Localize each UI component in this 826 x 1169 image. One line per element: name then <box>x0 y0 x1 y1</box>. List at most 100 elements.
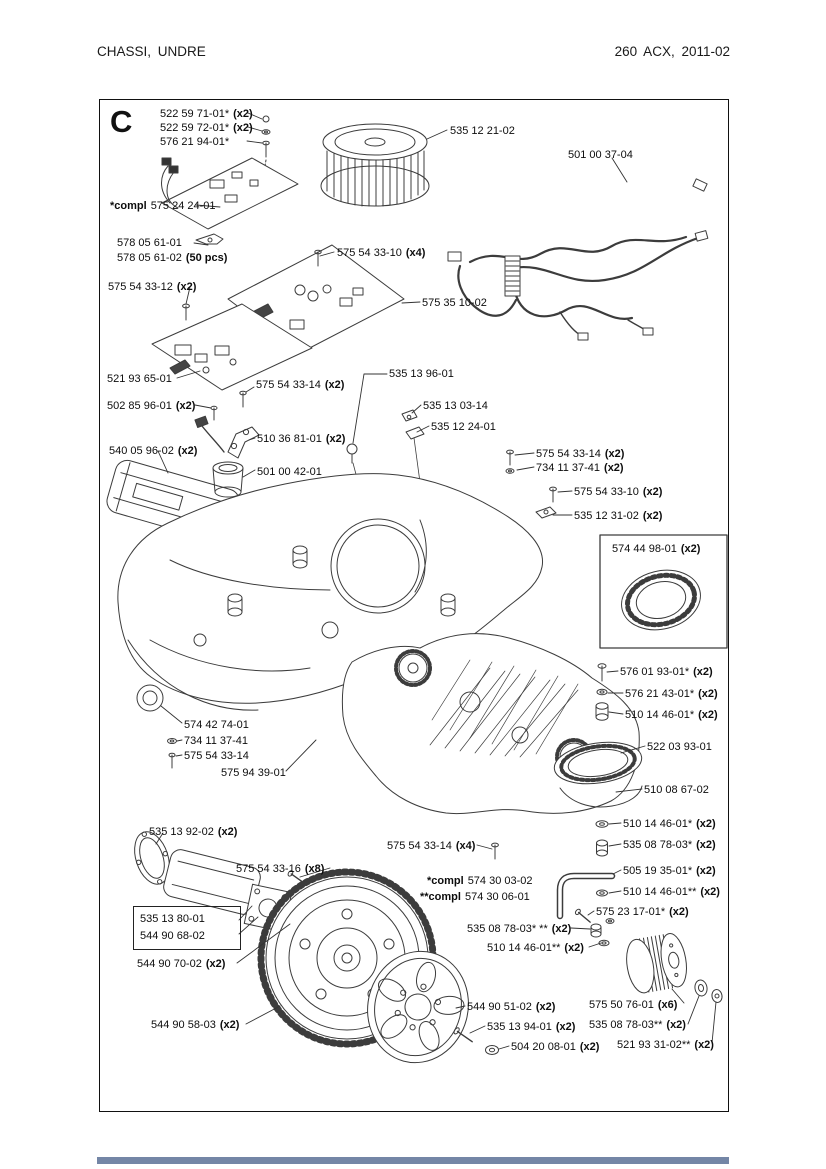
part-label: 535 08 78-03*(x2) <box>623 839 716 852</box>
part-number: 574 30 03-02 <box>467 875 533 887</box>
part-quantity: (x2) <box>696 839 716 851</box>
part-quantity: (x2) <box>700 886 720 898</box>
part-number: 535 13 92-02 <box>149 826 214 838</box>
part-number: 505 19 35-01* <box>623 865 693 877</box>
part-number: 734 11 37-41 <box>184 735 249 747</box>
part-number: 510 14 46-01* <box>625 709 695 721</box>
part-number: 540 05 96-02 <box>109 445 174 457</box>
part-label: 535 12 24-01 <box>431 421 496 434</box>
part-quantity: (x6) <box>657 999 678 1011</box>
part-quantity: (x2) <box>696 865 716 877</box>
gearbox-label-group-box <box>133 906 241 950</box>
part-quantity: (x2) <box>175 400 196 412</box>
part-number: 575 50 76-01 <box>589 999 654 1011</box>
part-label: 575 54 33-10(x2) <box>574 486 662 499</box>
part-label: 544 90 58-03(x2) <box>151 1019 239 1032</box>
part-label: 510 36 81-01(x2) <box>257 433 345 446</box>
part-number: 576 01 93-01* <box>620 666 690 678</box>
part-number: 535 12 31-02 <box>574 510 639 522</box>
part-number: 578 05 61-02 <box>117 252 182 264</box>
part-label: 510 08 67-02 <box>644 784 709 797</box>
rear-wheel-drum <box>553 741 643 785</box>
part-label: 734 11 37-41 <box>184 735 248 748</box>
part-number: 510 08 67-02 <box>644 784 709 796</box>
part-quantity: (x2) <box>555 1021 576 1033</box>
part-quantity: (x2) <box>680 543 701 555</box>
part-label: 535 12 31-02(x2) <box>574 510 662 523</box>
part-number: 575 35 10-02 <box>422 297 487 309</box>
hub-cover <box>367 950 469 1064</box>
part-number: 502 85 96-01 <box>107 400 172 412</box>
wheel-motor <box>163 849 261 915</box>
footer-rule-bar <box>97 1157 729 1164</box>
part-label: 575 54 33-12(x2) <box>108 281 196 294</box>
pcb-small-top <box>161 157 299 230</box>
screw-23-17 <box>574 908 591 923</box>
part-label: 575 94 39-01 <box>221 767 286 780</box>
harness-connectors <box>447 178 709 341</box>
wiring-harness <box>457 235 700 337</box>
part-quantity: (x2) <box>642 510 663 522</box>
part-label: 544 90 70-02(x2) <box>137 958 225 971</box>
part-label: 535 08 78-03**(x2) <box>589 1019 686 1032</box>
part-quantity: (x2) <box>217 826 238 838</box>
leader-lines <box>155 112 717 1050</box>
part-number: 578 05 61-01 <box>117 237 182 249</box>
part-quantity: (x2) <box>535 1001 556 1013</box>
part-number: 535 08 78-03* <box>623 839 693 851</box>
part-number: 574 42 74-01 <box>184 719 249 731</box>
part-label: 575 54 33-14(x4) <box>387 840 475 853</box>
part-number: 575 54 33-10 <box>337 247 402 259</box>
part-label: 575 54 33-14 <box>184 750 249 763</box>
right-fastener-column <box>595 663 609 897</box>
part-label: 575 54 33-10(x4) <box>337 247 425 260</box>
part-quantity: (x2) <box>219 1019 240 1031</box>
pcb-lower <box>151 303 313 421</box>
part-number: 544 90 51-02 <box>467 1001 532 1013</box>
detail-box <box>599 534 728 649</box>
part-number: 544 90 58-03 <box>151 1019 216 1031</box>
part-label: 504 20 08-01(x2) <box>511 1041 599 1054</box>
part-number: 501 00 42-01 <box>257 466 322 478</box>
part-label-prefix: **compl <box>420 891 461 903</box>
part-label-prefix: *compl <box>110 200 147 212</box>
part-number: 522 03 93-01 <box>647 741 712 753</box>
part-label: 510 14 46-01**(x2) <box>487 942 584 955</box>
part-quantity: (x2) <box>693 666 713 678</box>
part-label: 574 44 98-01(x2) <box>612 543 700 556</box>
part-quantity: (x2) <box>666 1019 686 1031</box>
screw-33-12 <box>182 303 190 321</box>
part-number: 575 23 17-01* <box>596 906 666 918</box>
part-number: 522 59 71-01* <box>160 108 230 120</box>
part-number: 535 12 21-02 <box>450 125 515 137</box>
part-number: 575 54 33-10 <box>574 486 639 498</box>
part-quantity: (x2) <box>177 445 198 457</box>
part-label: 510 14 46-01*(x2) <box>623 818 716 831</box>
part-number: 510 36 81-01 <box>257 433 322 445</box>
chassis-rear-part <box>341 633 640 815</box>
page-title: CHASSI, UNDRE <box>97 44 206 59</box>
part-label: 505 19 35-01*(x2) <box>623 865 716 878</box>
part-label: 521 93 31-02**(x2) <box>617 1039 714 1052</box>
part-quantity: (x4) <box>455 840 476 852</box>
part-quantity: (x2) <box>604 462 624 474</box>
cup-part <box>212 461 244 498</box>
part-quantity: (50 pcs) <box>185 252 228 264</box>
part-label: 522 03 93-01 <box>647 741 712 754</box>
wheel-housing <box>559 785 643 808</box>
part-label: 578 05 61-02(50 pcs) <box>117 252 227 265</box>
part-label: 535 12 21-02 <box>450 125 515 138</box>
part-number: 575 54 33-14 <box>184 750 249 762</box>
part-label: 501 00 37-04 <box>568 149 633 162</box>
part-label: 575 23 17-01*(x2) <box>596 906 689 919</box>
part-number: 535 12 24-01 <box>431 421 496 433</box>
part-label: 575 54 33-16(x8) <box>236 863 324 876</box>
cable-kit-screws <box>261 115 271 173</box>
screws-right-top <box>505 449 557 519</box>
part-label: 510 14 46-01*(x2) <box>625 709 718 722</box>
screw-33-16 <box>287 870 304 883</box>
part-quantity: (x4) <box>405 247 426 259</box>
part-number: 504 20 08-01 <box>511 1041 576 1053</box>
